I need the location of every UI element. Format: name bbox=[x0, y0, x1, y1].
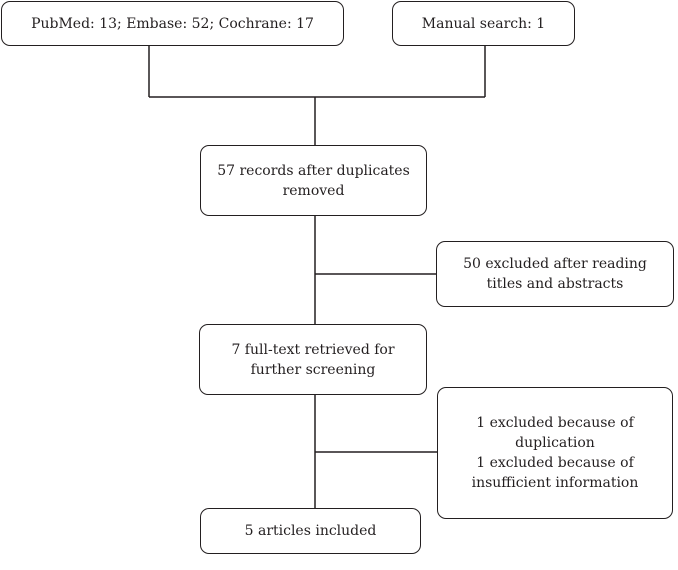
manual-search-text: Manual search: 1 bbox=[421, 15, 546, 32]
database-sources-box: PubMed: 13; Embase: 52; Cochrane: 17 bbox=[1, 1, 344, 46]
records-after-duplicates-box: 57 records after duplicates removed bbox=[200, 145, 427, 216]
excluded-screening-line-2: titles and abstracts bbox=[486, 276, 624, 292]
excluded-after-screening-box: 50 excluded after reading titles and abs… bbox=[436, 241, 674, 307]
excluded-fulltext-line-3: 1 excluded because of bbox=[476, 455, 634, 471]
records-text-line-1: 57 records after duplicates bbox=[217, 162, 410, 179]
full-text-retrieved-box: 7 full-text retrieved for further screen… bbox=[199, 324, 427, 395]
articles-included-box: 5 articles included bbox=[200, 508, 421, 554]
excluded-full-text-box: 1 excluded because of duplication 1 excl… bbox=[437, 387, 673, 519]
records-text-line-2: removed bbox=[282, 182, 345, 199]
articles-included-text: 5 articles included bbox=[244, 523, 377, 539]
excluded-fulltext-line-1: 1 excluded because of bbox=[476, 415, 634, 431]
excluded-fulltext-line-2: duplication bbox=[515, 435, 595, 451]
excluded-screening-line-1: 50 excluded after reading bbox=[463, 256, 647, 272]
excluded-fulltext-line-4: insufficient information bbox=[471, 475, 639, 491]
fulltext-line-1: 7 full-text retrieved for bbox=[231, 341, 395, 358]
fulltext-line-2: further screening bbox=[250, 361, 376, 378]
manual-search-box: Manual search: 1 bbox=[392, 1, 575, 46]
database-sources-text: PubMed: 13; Embase: 52; Cochrane: 17 bbox=[31, 15, 314, 32]
